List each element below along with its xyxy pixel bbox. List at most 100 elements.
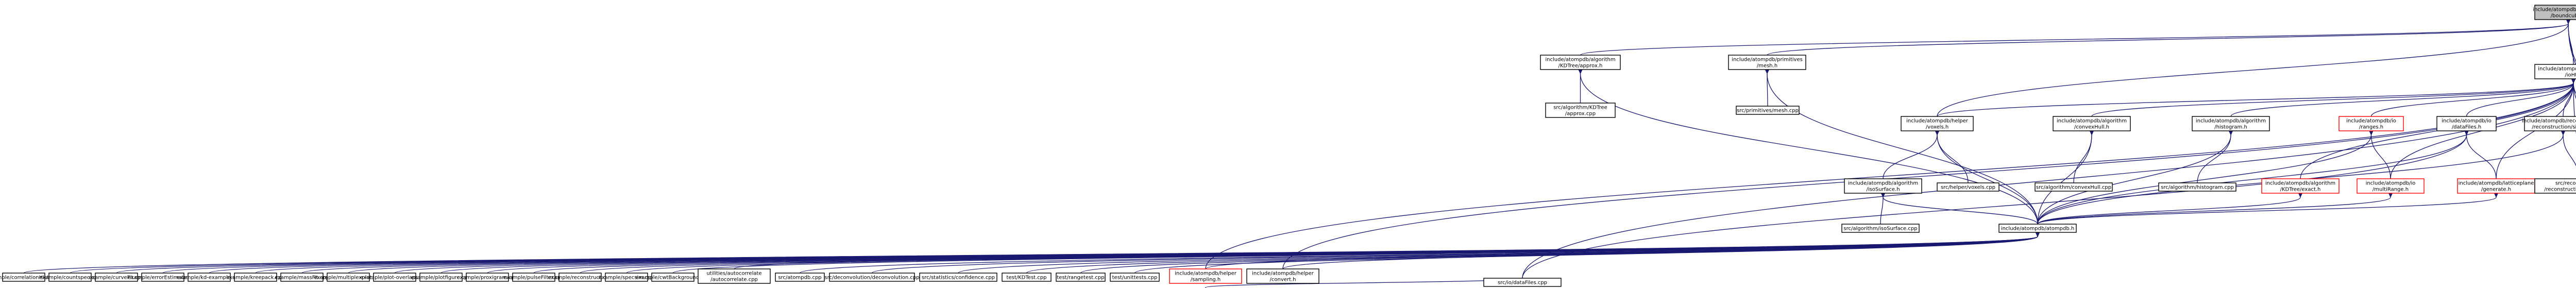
graph-node-e19[interactable]: src/statistics/confidence.cpp xyxy=(919,273,997,282)
graph-node-e03[interactable]: example/curveFit.cpp xyxy=(89,273,144,282)
node-label: /histogram.h xyxy=(2214,125,2247,130)
graph-node-e12[interactable]: example/pulseFilter.cpp xyxy=(503,273,564,282)
graph-node-voxels[interactable]: include/atompdb/helper/voxels.h xyxy=(1901,116,1974,131)
graph-node-e08[interactable]: example/multiplexplot.cpp xyxy=(314,273,383,282)
node-box xyxy=(1844,178,1922,194)
graph-node-e07[interactable]: example/massFit.cpp xyxy=(275,273,329,282)
node-box xyxy=(2338,116,2404,131)
graph-node-e15[interactable]: example/cwtBackground.cpp xyxy=(635,273,710,282)
node-box xyxy=(1728,55,1806,70)
graph-node-e14[interactable]: example/specsim.cpp xyxy=(599,273,655,282)
graph-node-isocpp[interactable]: src/algorithm/isoSurface.cpp xyxy=(1841,224,1920,233)
node-box xyxy=(2457,178,2535,194)
graph-node-voxelscpp[interactable]: src/helper/voxels.cpp xyxy=(1937,182,1999,192)
node-label: example/pulseFilter.cpp xyxy=(503,275,564,281)
edge-atompdbh-to-kdexact xyxy=(2037,193,2303,225)
graph-node-histh[interactable]: include/atompdb/algorithm/histogram.h xyxy=(2192,116,2270,131)
graph-node-datafh[interactable]: include/atompdb/io/dataFiles.h xyxy=(2436,116,2497,131)
graph-node-e09[interactable]: example/plot-overlaps.cpp xyxy=(360,273,429,282)
graph-node-atompdbh[interactable]: include/atompdb/atompdb.h xyxy=(1998,224,2077,233)
edge-atompdbh-to-convexh xyxy=(2037,130,2094,225)
node-label: test/unittests.cpp xyxy=(1112,275,1158,281)
dependency-edges xyxy=(23,19,2576,288)
node-box xyxy=(919,273,997,282)
graph-node-e21[interactable]: test/rangetest.cpp xyxy=(1056,273,1106,282)
graph-node-sampling[interactable]: include/atompdb/helper/sampling.h xyxy=(1169,268,1242,284)
node-label: src/reconstruction xyxy=(2555,181,2576,187)
node-box xyxy=(1545,103,1616,118)
node-box xyxy=(2261,178,2340,194)
graph-node-e20[interactable]: test/KDTest.cpp xyxy=(1002,273,1052,282)
node-label: /multiRange.h xyxy=(2372,187,2409,193)
graph-node-multirange[interactable]: include/atompdb/io/multiRange.h xyxy=(2357,178,2425,194)
node-box xyxy=(466,273,509,282)
graph-node-kdcpp[interactable]: src/algorithm/KDTree/approx.cpp xyxy=(1545,103,1616,118)
graph-node-e16[interactable]: utilities/autocorrelate/autocorrelate.cp… xyxy=(698,268,771,284)
node-box xyxy=(327,273,370,282)
node-label: /generate.h xyxy=(2481,187,2511,193)
graph-node-kdexact[interactable]: include/atompdb/algorithm/KDTree/exact.h xyxy=(2261,178,2340,194)
node-label: /KDTree/exact.h xyxy=(2280,187,2321,193)
node-box xyxy=(1937,182,1999,192)
node-label: example/curveFit.cpp xyxy=(89,275,144,281)
graph-node-e02[interactable]: example/countspec.cpp xyxy=(39,273,101,282)
node-box xyxy=(2524,116,2576,131)
node-label: /dataFiles.h xyxy=(2452,125,2481,130)
graph-node-e17[interactable]: src/atompdb.cpp xyxy=(775,273,825,282)
graph-node-e10[interactable]: example/plotfigure.cpp xyxy=(411,273,471,282)
node-box xyxy=(373,273,416,282)
edge-reconcpp-to-ioht xyxy=(2571,78,2576,134)
graph-node-rangesh[interactable]: include/atompdb/io/ranges.h xyxy=(2338,116,2404,131)
node-label: include/atompdb/algorithm xyxy=(2057,118,2127,124)
node-box xyxy=(2,273,45,282)
graph-node-ioht[interactable]: include/atompdb/primitives/ioHt.h xyxy=(2534,64,2576,79)
graph-node-e18[interactable]: src/deconvolution/deconvolution.cpp xyxy=(824,273,920,282)
node-label: src/statistics/confidence.cpp xyxy=(922,275,995,281)
node-box xyxy=(558,273,602,282)
graph-node-convexh[interactable]: include/atompdb/algorithm/convexHull.h xyxy=(2053,116,2131,131)
node-label: /mesh.h xyxy=(1757,63,1777,69)
graph-node-e13[interactable]: example/reconstruct.cpp xyxy=(548,273,613,282)
graph-node-e04[interactable]: example/errorEstimate.cpp xyxy=(128,273,198,282)
graph-node-histcpp[interactable]: src/algorithm/histogram.cpp xyxy=(2158,182,2236,192)
node-box xyxy=(2436,116,2497,131)
graph-node-e11[interactable]: example/proxigram.cpp xyxy=(457,273,518,282)
node-box xyxy=(2357,178,2425,194)
graph-node-e05[interactable]: example/kd-example.cpp xyxy=(177,273,242,282)
node-label: include/atompdb/helper xyxy=(1906,118,1969,124)
node-box xyxy=(2534,64,2576,79)
node-label: example/massFit.cpp xyxy=(275,275,329,281)
graph-node-e22[interactable]: test/unittests.cpp xyxy=(1110,273,1160,282)
graph-node-reconcpp[interactable]: src/reconstruction/reconstruction-simple… xyxy=(2534,178,2576,194)
graph-node-datafcpp[interactable]: src/io/dataFiles.cpp xyxy=(1483,278,1562,287)
node-box xyxy=(1056,273,1106,282)
node-box xyxy=(48,273,92,282)
node-label: /convert.h xyxy=(1270,277,1296,283)
graph-node-convexcpp[interactable]: src/algorithm/convexHull.cpp xyxy=(2035,182,2113,192)
node-box xyxy=(2534,5,2576,20)
node-label: src/algorithm/histogram.cpp xyxy=(2161,185,2234,191)
edge-atompdbh-to-isosh xyxy=(1880,193,2038,225)
graph-node-reconh[interactable]: include/atompdb/reconstruction/reconstru… xyxy=(2522,116,2576,131)
graph-node-generate[interactable]: include/atompdb/latticeplane/generate.h xyxy=(2457,178,2535,194)
graph-node-meshcpp[interactable]: src/primitives/mesh.cpp xyxy=(1736,106,1800,115)
node-box xyxy=(2053,116,2131,131)
graph-node-kd[interactable]: include/atompdb/algorithm/KDTree/approx.… xyxy=(1540,55,1621,70)
node-box xyxy=(1901,116,1974,131)
graph-node-root[interactable]: include/atompdb/primitives/boundcube.h xyxy=(2533,5,2576,20)
edge-rangesh-to-ioht xyxy=(2370,78,2576,117)
node-label: include/atompdb/atompdb.h xyxy=(2001,226,2074,232)
node-box xyxy=(1540,55,1621,70)
graph-node-e06[interactable]: example/kreepack.cpp xyxy=(226,273,285,282)
node-label: example/plot-overlaps.cpp xyxy=(360,275,429,281)
graph-node-isosh[interactable]: include/atompdb/algorithm/isoSurface.h xyxy=(1844,178,1922,194)
node-box xyxy=(188,273,231,282)
node-box xyxy=(2534,178,2576,194)
graph-node-mesh[interactable]: include/atompdb/primitives/mesh.h xyxy=(1728,55,1806,70)
graph-node-converth[interactable]: include/atompdb/helper/convert.h xyxy=(1246,268,1319,284)
node-label: /sampling.h xyxy=(1191,277,1221,283)
edge-voxels-to-root xyxy=(1937,19,2571,117)
edge-histcpp-to-histh xyxy=(2197,130,2233,183)
node-label: include/atompdb/primitives xyxy=(2538,66,2576,72)
graph-node-e01[interactable]: example/correlationHist.cpp xyxy=(0,273,60,282)
